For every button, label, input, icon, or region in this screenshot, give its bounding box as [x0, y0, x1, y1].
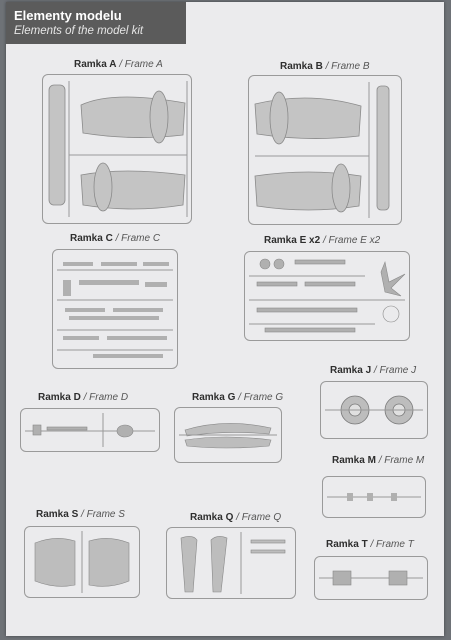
frame-c-drawing	[57, 262, 173, 358]
frame-j-drawing	[325, 395, 423, 425]
instruction-page: Elementy modelu Elements of the model ki…	[6, 2, 444, 636]
frame-g-sprue	[174, 407, 282, 463]
frame-j-label: Ramka J / Frame J	[330, 365, 417, 376]
frame-a-sprue	[42, 74, 192, 224]
frame-d-drawing	[25, 413, 155, 447]
frame-c-sprue	[52, 249, 178, 369]
frame-b-label: Ramka B / Frame B	[280, 61, 370, 72]
frame-c-label: Ramka C / Frame C	[70, 233, 161, 244]
frame-q-label: Ramka Q / Frame Q	[190, 512, 282, 523]
frame-d-label: Ramka D / Frame D	[38, 392, 129, 403]
frame-e-drawing	[249, 258, 406, 333]
section-title: Elementy modelu	[14, 8, 122, 23]
section-subtitle: Elements of the model kit	[14, 25, 144, 37]
frame-a-label: Ramka A / Frame A	[74, 59, 163, 70]
frame-m-label: Ramka M / Frame M	[332, 455, 425, 466]
frame-m-sprue	[322, 476, 426, 518]
frame-t-sprue	[314, 556, 428, 600]
frame-q-drawing	[180, 532, 286, 594]
frame-q-sprue	[166, 527, 296, 599]
frame-d-sprue	[20, 408, 160, 452]
frame-t-label: Ramka T / Frame T	[326, 539, 414, 550]
frame-s-drawing	[34, 531, 130, 593]
frame-s-label: Ramka S / Frame S	[36, 509, 125, 520]
frame-b-drawing	[254, 82, 390, 218]
frame-s-sprue	[24, 526, 140, 598]
section-header: Elementy modelu Elements of the model ki…	[6, 2, 186, 44]
frame-j-sprue	[320, 381, 428, 439]
frame-t-drawing	[319, 570, 423, 586]
frame-b-sprue	[248, 75, 402, 225]
frame-g-drawing	[179, 423, 277, 449]
frame-m-drawing	[327, 493, 421, 501]
frame-a-drawing	[48, 81, 188, 217]
frame-e-sprue	[244, 251, 410, 341]
frame-e-label: Ramka E x2 / Frame E x2	[264, 235, 381, 246]
frame-g-label: Ramka G / Frame G	[192, 392, 284, 403]
